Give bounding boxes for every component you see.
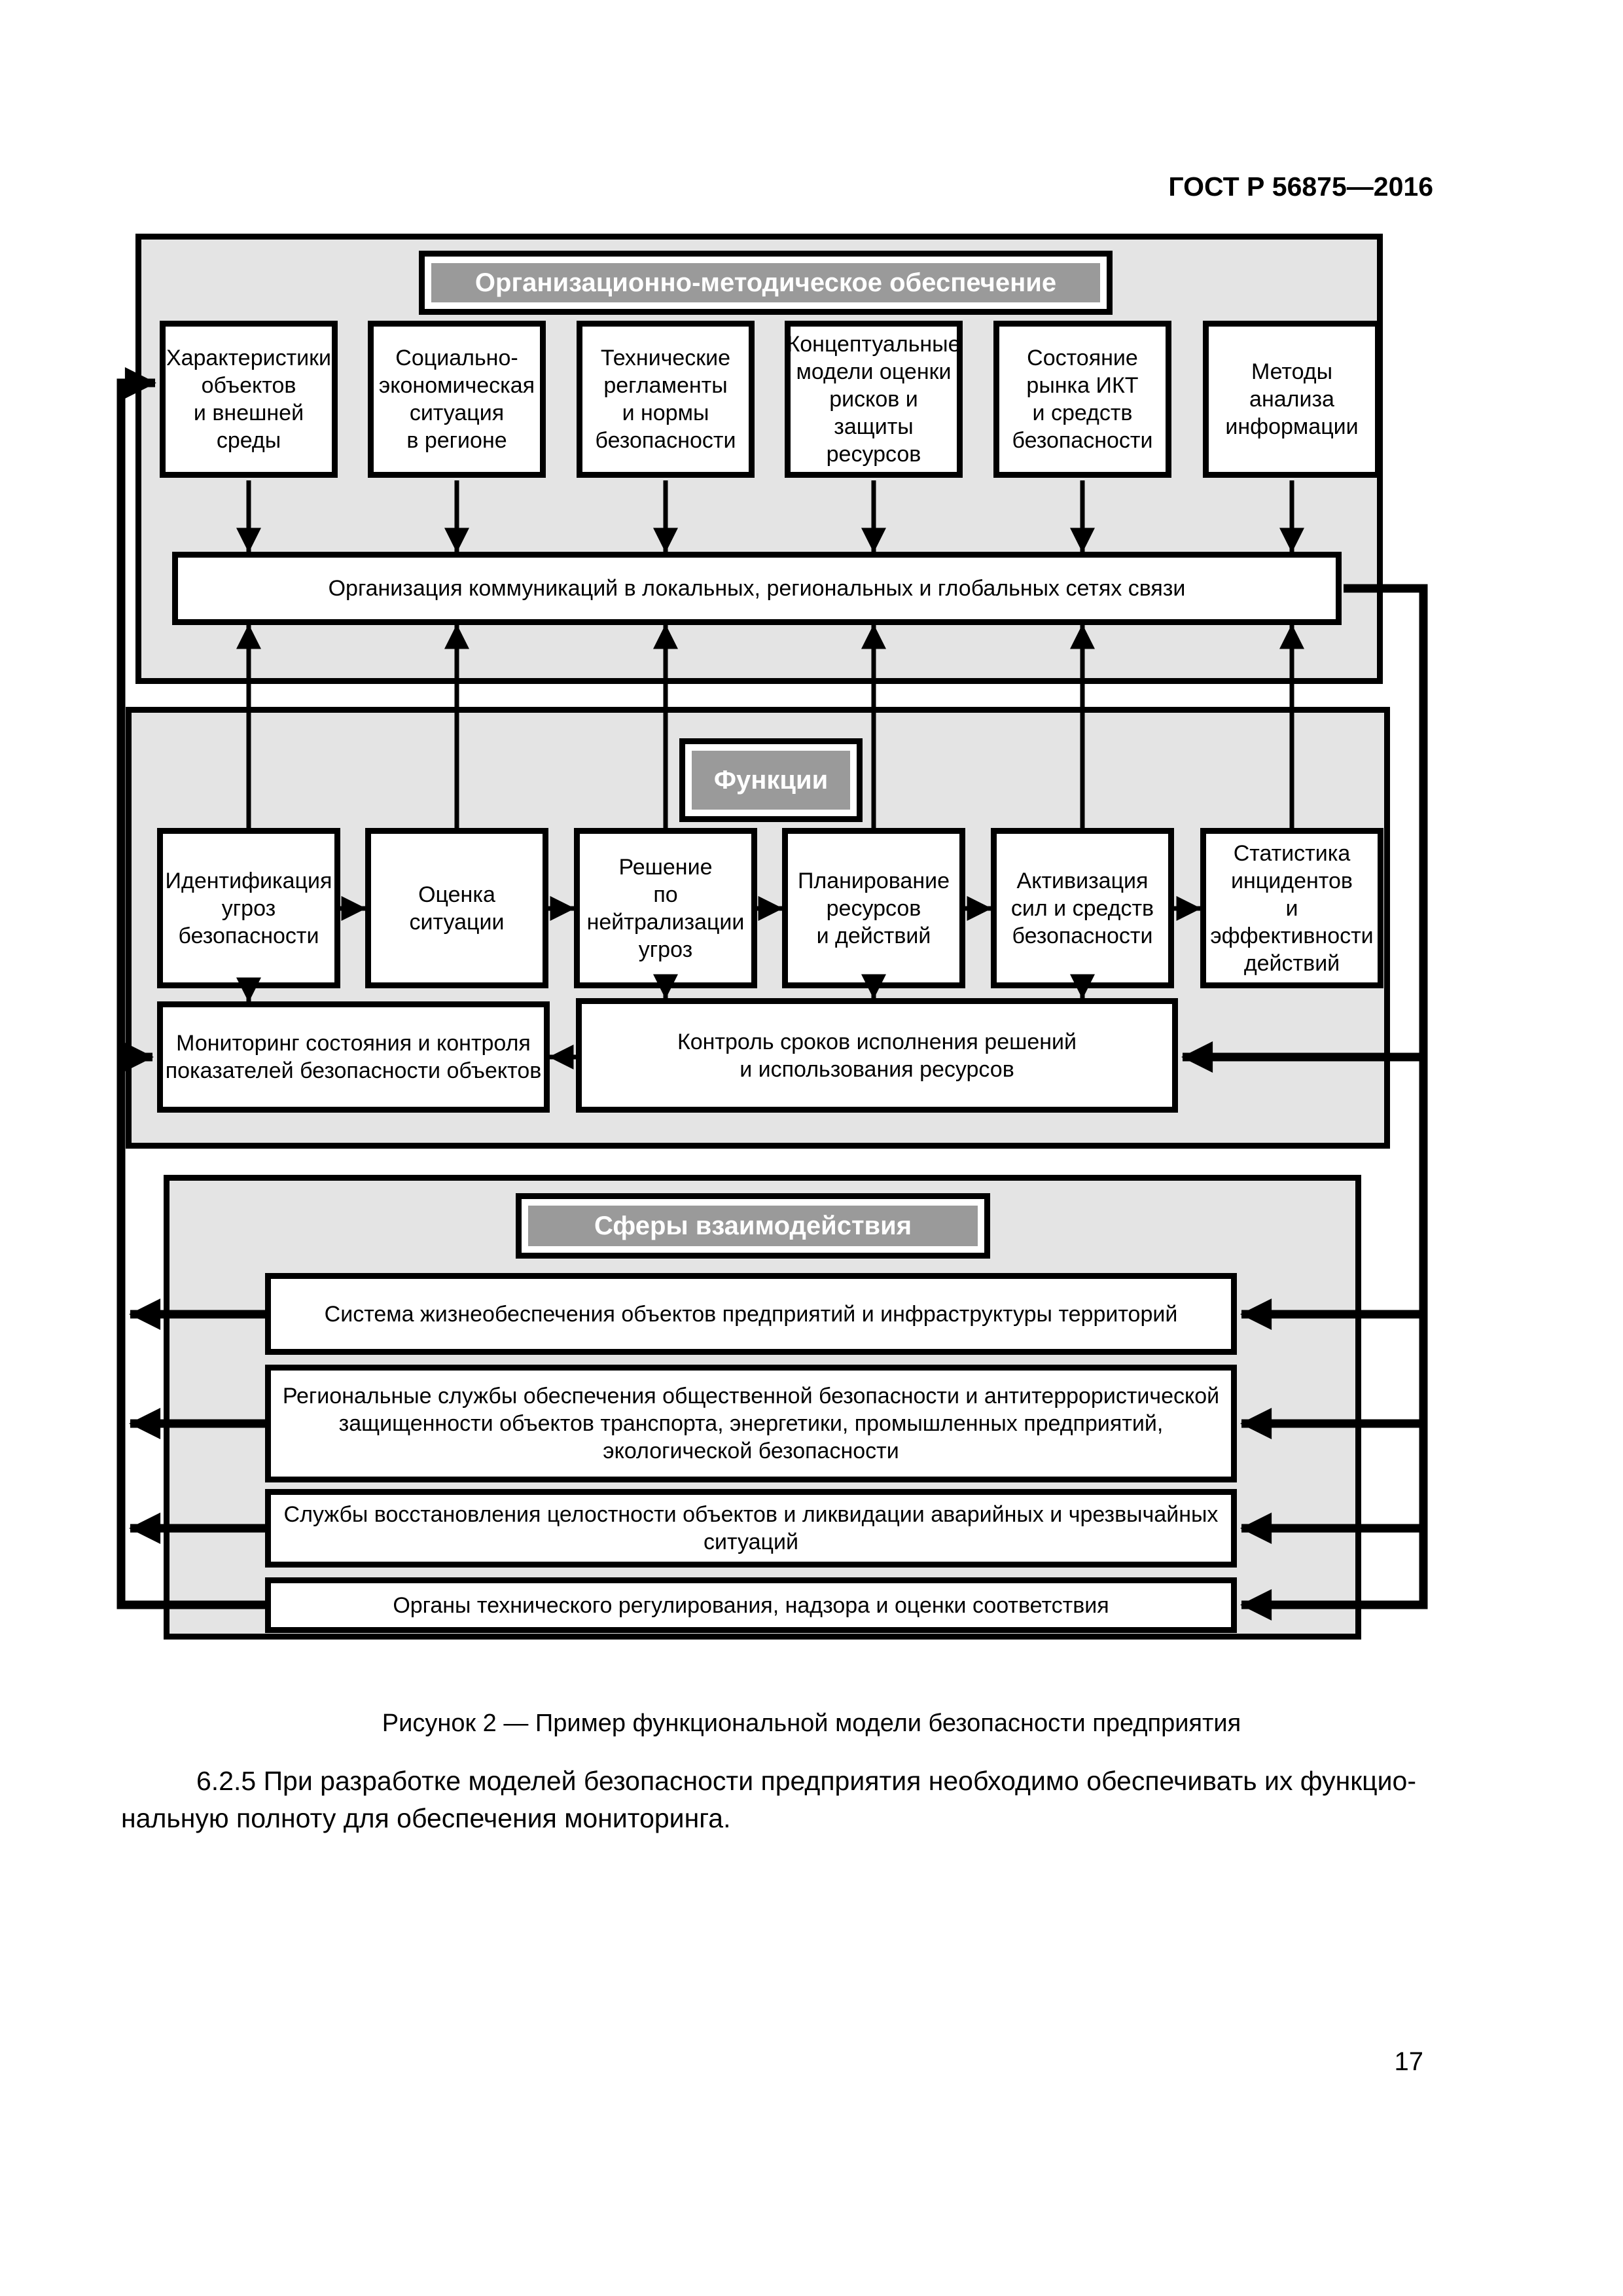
box-regional-services: Региональные службы обеспечения обществе… bbox=[265, 1365, 1237, 1482]
box-situation-assessment: Оценка ситуации bbox=[365, 828, 548, 988]
box-conceptual-models: Концептуальные модели оценки рисков и за… bbox=[785, 321, 963, 478]
box-forces-activation: Активизация сил и средств безопасности bbox=[991, 828, 1174, 988]
title-interaction-spheres-label: Сферы взаимодействия bbox=[528, 1206, 978, 1246]
box-control-terms: Контроль сроков исполнения решений и исп… bbox=[576, 998, 1178, 1113]
box-restoration-services: Службы восстановления целостности объект… bbox=[265, 1489, 1237, 1568]
doc-header: ГОСТ Р 56875—2016 bbox=[1168, 171, 1433, 202]
page-number: 17 bbox=[1394, 2047, 1424, 2076]
box-life-support-system: Система жизнеобеспечения объектов предпр… bbox=[265, 1273, 1237, 1355]
title-org-methodical: Организационно-методическое обеспечение bbox=[419, 251, 1113, 315]
box-resource-planning: Планирование ресурсов и действий bbox=[782, 828, 965, 988]
title-functions-label: Функции bbox=[692, 751, 850, 810]
box-monitoring: Мониторинг состояния и контроля показате… bbox=[157, 1001, 550, 1113]
box-threat-identification: Идентификация угроз безопасности bbox=[157, 828, 340, 988]
box-incident-statistics: Статистика инцидентов и эффективности де… bbox=[1200, 828, 1383, 988]
box-ict-market: Состояние рынка ИКТ и средств безопаснос… bbox=[993, 321, 1171, 478]
body-text-line1: 6.2.5 При разработке моделей безопасност… bbox=[196, 1766, 1416, 1796]
box-object-characteristics: Характеристики объектов и внешней среды bbox=[160, 321, 338, 478]
title-interaction-spheres: Сферы взаимодействия bbox=[516, 1193, 990, 1259]
box-regulation-bodies: Органы технического регулирования, надзо… bbox=[265, 1577, 1237, 1633]
figure-caption: Рисунок 2 — Пример функциональной модели… bbox=[382, 1710, 1241, 1737]
box-socio-economic: Социально- экономическая ситуация в реги… bbox=[368, 321, 546, 478]
box-neutralization-decision: Решение по нейтрализации угроз bbox=[574, 828, 757, 988]
body-text-line2: нальную полноту для обеспечения монитори… bbox=[121, 1803, 731, 1833]
box-tech-regulations: Технические регламенты и нормы безопасно… bbox=[577, 321, 755, 478]
title-org-methodical-label: Организационно-методическое обеспечение bbox=[431, 263, 1100, 302]
box-analysis-methods: Методы анализа информации bbox=[1203, 321, 1381, 478]
title-functions: Функции bbox=[679, 738, 863, 822]
box-communications: Организация коммуникаций в локальных, ре… bbox=[172, 552, 1342, 625]
